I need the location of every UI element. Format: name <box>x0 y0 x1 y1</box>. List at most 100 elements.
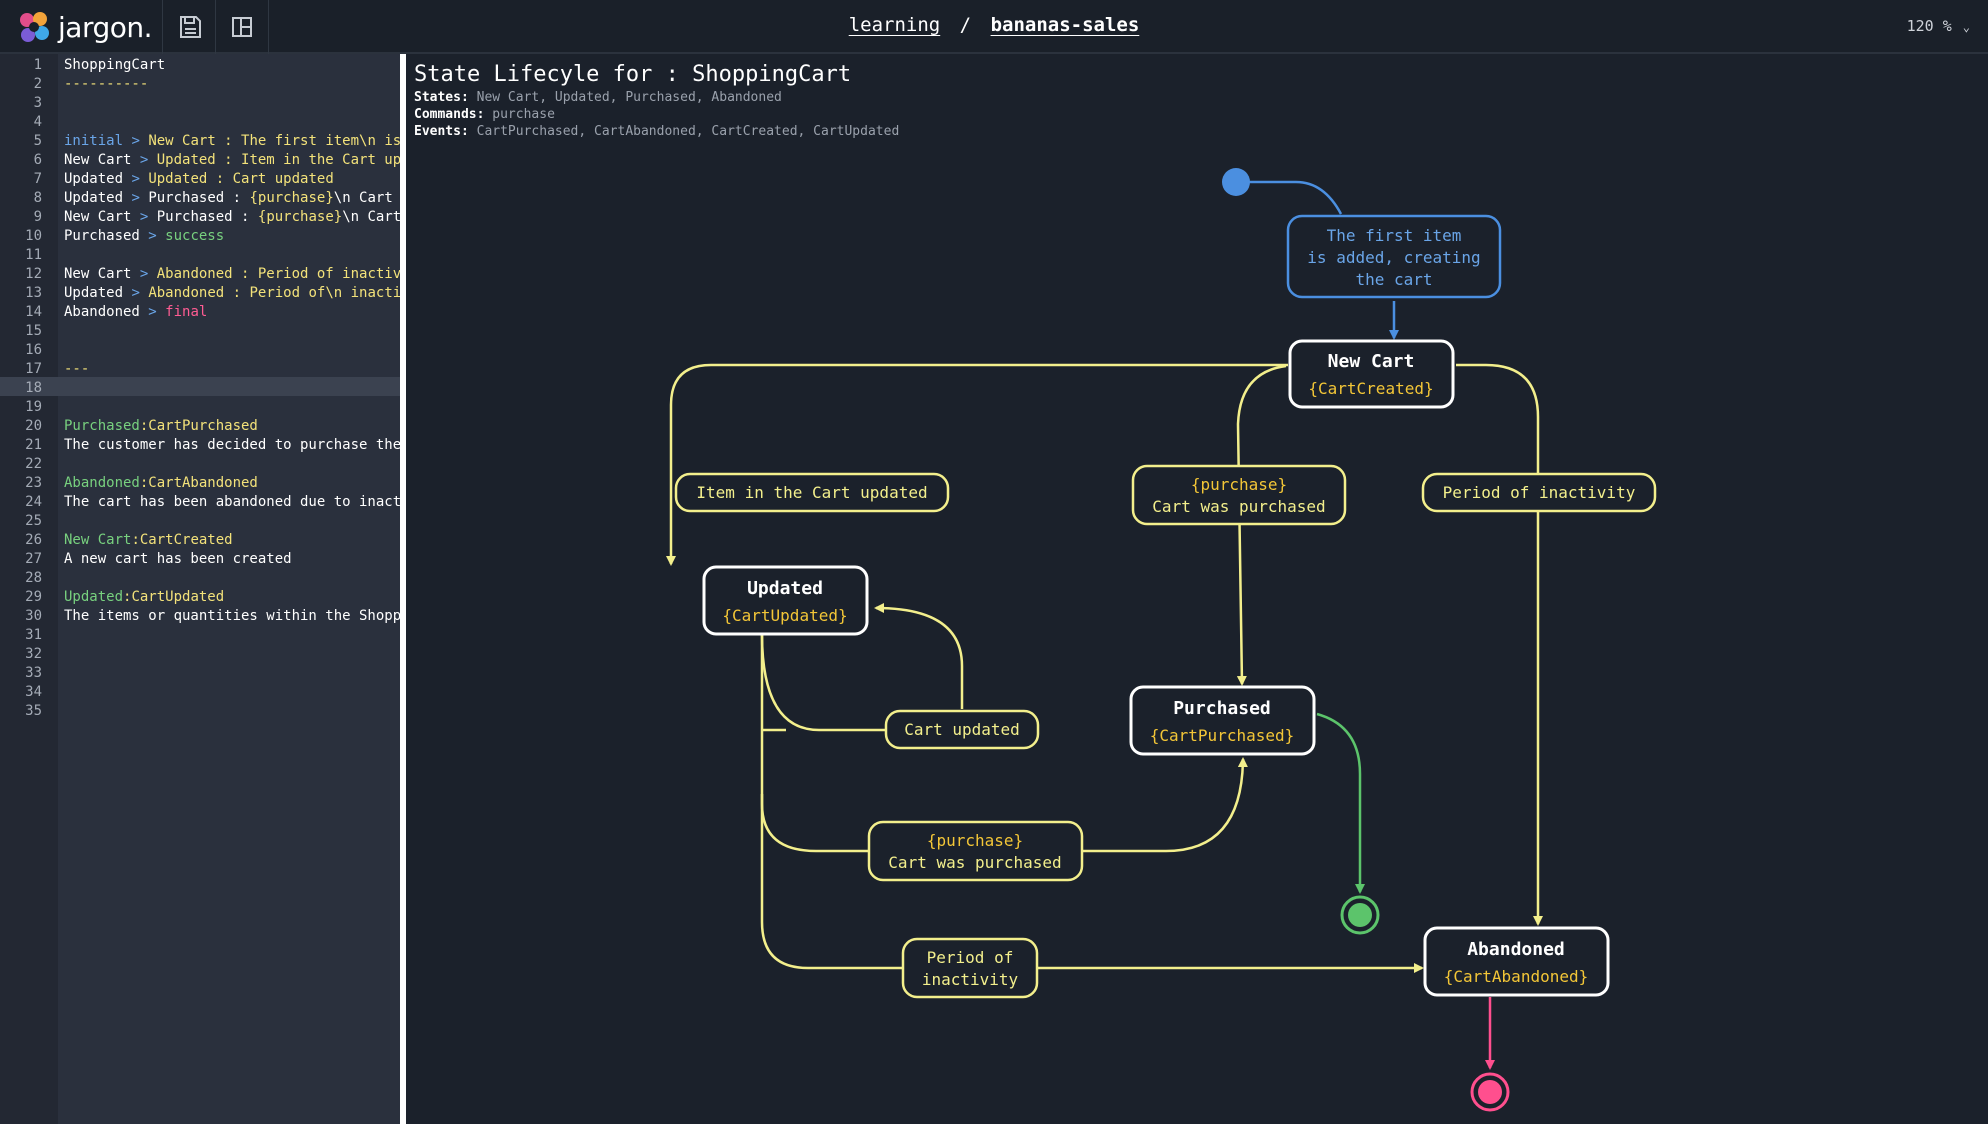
line-number: 32 <box>25 646 42 662</box>
line-number: 34 <box>25 684 42 700</box>
top-bar: jargon. learning / bananas-sales 120 % ⌄ <box>0 0 1988 54</box>
edge-label-line: the cart <box>1355 270 1432 289</box>
diagram-states: States: New Cart, Updated, Purchased, Ab… <box>414 90 782 105</box>
state-name: Purchased <box>1173 698 1271 719</box>
edge-label-text: Item in the Cart updated <box>696 483 927 502</box>
edge-new-cart-updated <box>666 363 1288 566</box>
state-event: {CartCreated} <box>1308 379 1433 398</box>
line-number: 30 <box>25 608 42 624</box>
line-number: 6 <box>33 152 42 168</box>
breadcrumb-file-link[interactable]: bananas-sales <box>990 14 1140 36</box>
edge-label-updated-purchase: {purchase} Cart was purchased <box>867 820 1084 882</box>
edge-purchased-success <box>1316 712 1365 894</box>
code-line: Abandoned > final <box>64 304 208 320</box>
code-line: Purchased > success <box>64 228 225 244</box>
code-line: A new cart has been created <box>64 551 292 567</box>
edge-label-new-cart-purchase: {purchase} Cart was purchased <box>1131 464 1347 526</box>
line-number: 27 <box>25 551 42 567</box>
line-number: 4 <box>33 114 42 130</box>
line-number: 13 <box>25 285 42 301</box>
edge-new-cart-purchased <box>1236 364 1287 686</box>
app-name: jargon. <box>58 10 153 44</box>
line-number: 21 <box>25 437 42 453</box>
line-number: 33 <box>25 665 42 681</box>
code-line: Abandoned:CartAbandoned <box>64 475 258 491</box>
breadcrumb-separator: / <box>959 14 972 36</box>
state-node-abandoned[interactable]: Abandoned {CartAbandoned} <box>1423 926 1610 997</box>
layout-toggle-button[interactable] <box>215 0 269 54</box>
app-logo[interactable]: jargon. <box>16 8 153 46</box>
code-line: New Cart > Purchased : {purchase}\n Cart… <box>64 209 400 225</box>
jargon-logo-icon <box>20 12 49 42</box>
layout-icon <box>232 17 252 37</box>
line-number: 19 <box>25 399 42 415</box>
edge-label-text: Cart was purchased <box>888 853 1061 872</box>
edge-label-item-updated: Item in the Cart updated <box>674 472 950 513</box>
edge-updated-abandoned <box>760 794 1422 968</box>
success-final-state-icon <box>1340 895 1380 935</box>
code-line: Purchased:CartPurchased <box>64 418 258 434</box>
breadcrumb: learning / bananas-sales <box>0 14 1988 36</box>
code-line: ShoppingCart <box>64 57 166 73</box>
zoom-value: 120 % <box>1906 17 1952 35</box>
line-number: 20 <box>25 418 42 434</box>
line-number: 16 <box>25 342 42 358</box>
zoom-select[interactable]: 120 % ⌄ <box>1907 17 1970 35</box>
line-number: 26 <box>25 532 42 548</box>
line-number: 12 <box>25 266 42 282</box>
line-number: 23 <box>25 475 42 491</box>
line-number: 7 <box>33 171 42 187</box>
code-line: New Cart > Updated : Item in the Cart up… <box>64 152 400 168</box>
state-event: {CartUpdated} <box>722 606 847 625</box>
code-line: The items or quantities within the Shopp… <box>64 608 400 624</box>
state-name: Updated <box>747 578 823 599</box>
state-event: {CartAbandoned} <box>1444 967 1589 986</box>
state-node-updated[interactable]: Updated {CartUpdated} <box>702 565 869 636</box>
line-number: 10 <box>25 228 42 244</box>
edge-initial-new-cart <box>1236 180 1399 340</box>
code-line: New Cart > Abandoned : Period of inactiv… <box>64 266 400 282</box>
diagram-title: State Lifecyle for : ShoppingCart <box>414 62 852 87</box>
line-number: 29 <box>25 589 42 605</box>
line-number: 11 <box>25 247 42 263</box>
state-node-purchased[interactable]: Purchased {CartPurchased} <box>1129 685 1316 756</box>
edge-label-text: Period of inactivity <box>1443 483 1636 502</box>
diagram-commands: Commands: purchase <box>414 107 555 122</box>
state-name: Abandoned <box>1467 939 1565 960</box>
state-event: {CartPurchased} <box>1150 726 1295 745</box>
edge-label-line: is added, creating <box>1307 248 1480 267</box>
state-node-new-cart[interactable]: New Cart {CartCreated} <box>1288 339 1455 409</box>
line-number: 24 <box>25 494 42 510</box>
code-line: Updated > Purchased : {purchase}\n Cart … <box>64 190 393 206</box>
edge-label-text: inactivity <box>922 970 1019 989</box>
edge-label-updated-inactivity: Period of inactivity <box>901 937 1039 999</box>
line-number: 25 <box>25 513 42 529</box>
code-line: Updated > Abandoned : Period of\n inacti… <box>64 285 400 301</box>
state-diagram-panel: State Lifecyle for : ShoppingCart States… <box>406 54 1988 1124</box>
diagram-events: Events: CartPurchased, CartAbandoned, Ca… <box>414 124 900 139</box>
breadcrumb-project-link[interactable]: learning <box>848 14 941 36</box>
save-icon <box>179 16 201 38</box>
code-line: --- <box>64 361 90 377</box>
edge-label-cart-updated: Cart updated <box>884 709 1040 750</box>
final-state-icon <box>1470 1072 1510 1112</box>
state-diagram: The first item is added, creating the ca… <box>666 168 1657 1112</box>
state-name: New Cart <box>1328 351 1415 372</box>
line-number: 2 <box>33 76 42 92</box>
save-button[interactable] <box>162 0 216 54</box>
line-number: 15 <box>25 323 42 339</box>
line-number: 1 <box>33 57 42 73</box>
line-number: 18 <box>25 380 42 396</box>
code-line: New Cart:CartCreated <box>64 532 233 548</box>
line-number: 28 <box>25 570 42 586</box>
code-line: ---------- <box>64 76 149 92</box>
code-line: initial > New Cart : The first item\n is… <box>64 133 400 149</box>
code-line: The customer has decided to purchase the <box>64 437 400 453</box>
edge-label-line: The first item <box>1327 226 1462 245</box>
edge-label-command: {purchase} <box>927 831 1023 850</box>
edge-label-new-cart-inactivity: Period of inactivity <box>1421 472 1657 513</box>
initial-state-icon <box>1222 168 1250 196</box>
panel-resize-handle[interactable] <box>400 54 406 1124</box>
line-number: 8 <box>33 190 42 206</box>
